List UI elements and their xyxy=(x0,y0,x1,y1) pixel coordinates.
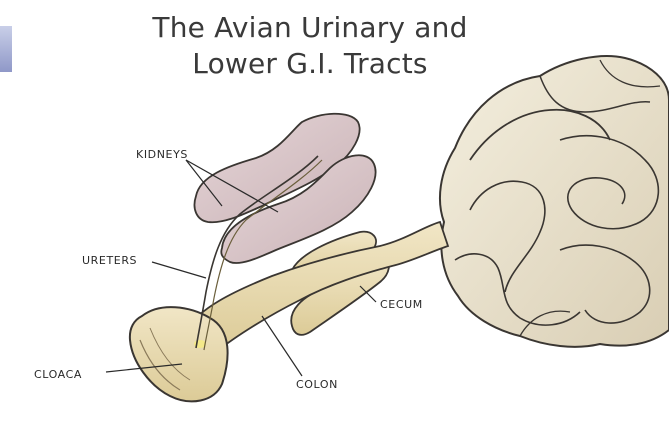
small-intestine xyxy=(440,56,669,347)
label-cecum: CECUM xyxy=(380,298,423,311)
label-cloaca: CLOACA xyxy=(34,368,82,381)
label-kidneys: KIDNEYS xyxy=(136,148,188,161)
label-ureters: URETERS xyxy=(82,254,137,267)
cloaca xyxy=(130,307,228,401)
label-colon: COLON xyxy=(296,378,338,391)
